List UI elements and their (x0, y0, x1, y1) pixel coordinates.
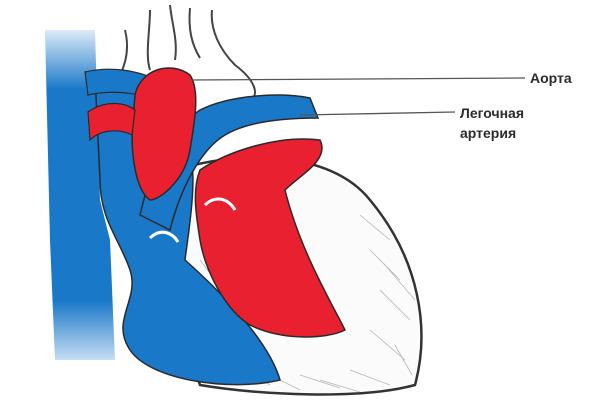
aorta-leader-line (190, 78, 525, 80)
pulmonary-artery-leader-line (300, 112, 455, 115)
pulmonary-artery-label-line2: артерия (460, 124, 516, 142)
pulmonary-artery-label-line1: Легочная (460, 104, 524, 122)
aorta-label: Аорта (530, 69, 572, 87)
